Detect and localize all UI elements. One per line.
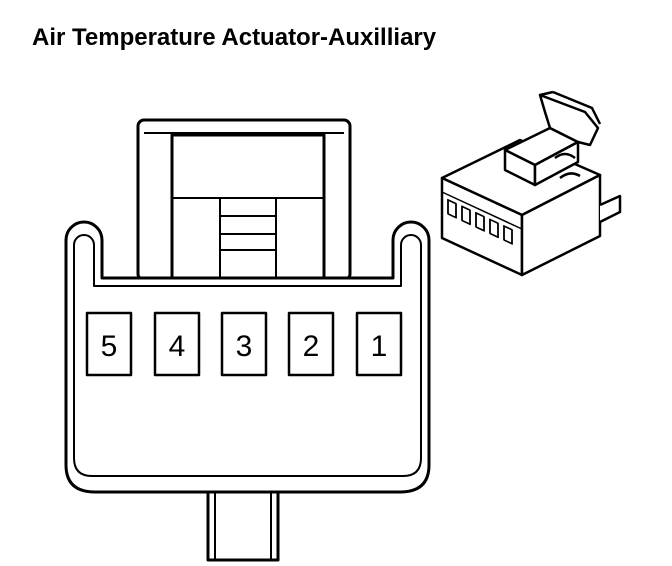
pin-cavity-1 — [355, 311, 403, 377]
connector-bottom-tab — [206, 490, 280, 562]
pin-label-3: 3 — [236, 330, 253, 363]
pin-labels: 5 4 3 2 1 — [101, 330, 388, 363]
pin-cavity-2 — [287, 311, 335, 377]
pin-cavities — [85, 311, 403, 377]
pin-cavity-4 — [153, 311, 201, 377]
connector-housing — [64, 220, 431, 494]
pin-label-1: 1 — [371, 330, 388, 363]
pin-cavity-3 — [220, 311, 268, 377]
connector-latch — [136, 118, 352, 282]
pin-cavity-5 — [85, 311, 133, 377]
pin-label-5: 5 — [101, 330, 118, 363]
connector-isometric-view — [440, 90, 622, 277]
pin-label-2: 2 — [303, 330, 320, 363]
pin-label-4: 4 — [169, 330, 186, 363]
diagram-title: Air Temperature Actuator-Auxilliary — [32, 24, 437, 51]
